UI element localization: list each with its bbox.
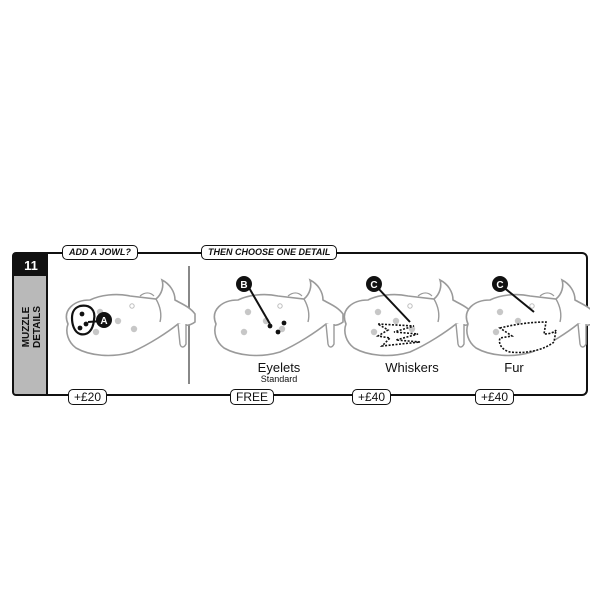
marker-c1-badge [366,276,382,292]
marker-b: B [240,280,247,291]
option-eyelets-sublabel: Standard [260,374,298,384]
option-fur-label: Fur [504,360,524,375]
marker-c2-leader [501,285,535,313]
option-eyelets-label: Eyelets [257,360,301,375]
jowl-illustration [65,279,196,357]
eyelets-illustration [213,279,344,357]
marker-b-badge [236,276,252,292]
marker-c1: C [370,280,377,291]
muzzle-details-panel: 11 MUZZLE DETAILS [12,245,590,405]
price-whiskers[interactable]: +£40 [352,389,392,405]
marker-c2: C [496,280,503,291]
marker-a-badge [96,312,112,328]
marker-a: A [100,316,107,327]
fur-illustration [465,279,590,357]
price-eyelets[interactable]: FREE [230,389,275,405]
option-whiskers-label: Whiskers [385,360,439,375]
whiskers-illustration [343,279,474,357]
details-header: THEN CHOOSE ONE DETAIL [201,245,338,260]
muzzle-illustrations: A B C C [65,276,590,357]
marker-c1-leader [375,285,411,323]
marker-b-leader [247,285,271,325]
jowl-header: ADD A JOWL? [62,245,138,260]
price-jowl[interactable]: +£20 [68,389,108,405]
price-fur[interactable]: +£40 [475,389,515,405]
step-sidebar: 11 MUZZLE DETAILS [12,252,48,396]
marker-c2-badge [492,276,508,292]
step-number: 11 [14,254,48,276]
